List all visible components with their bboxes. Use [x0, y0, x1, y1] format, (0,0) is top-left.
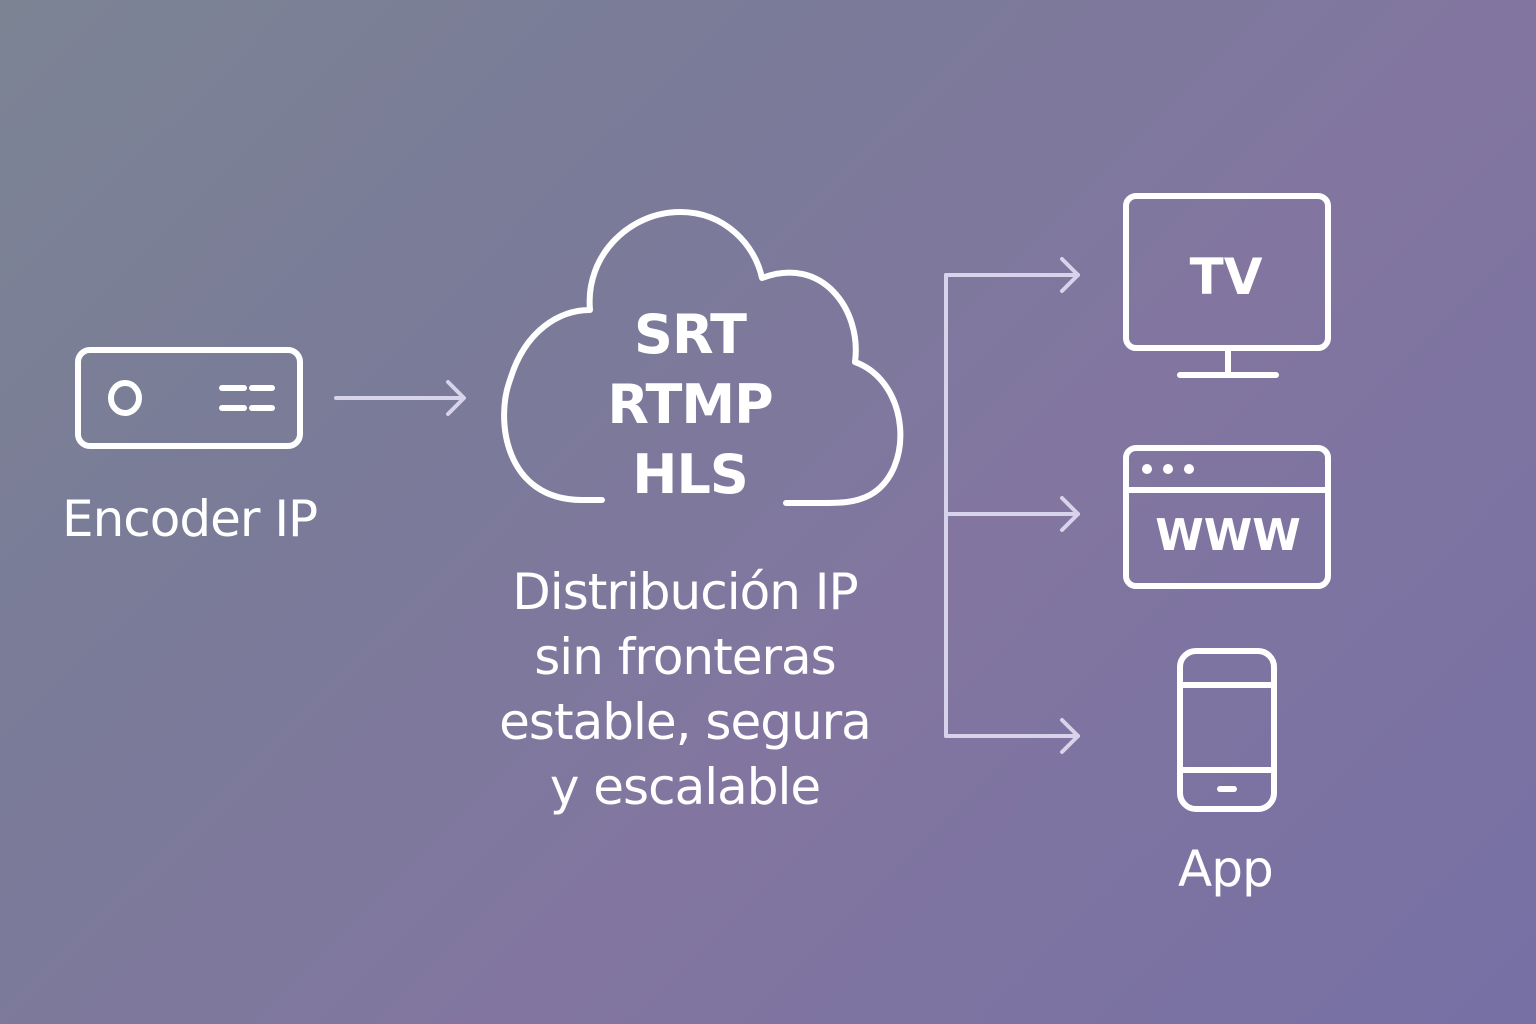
protocol-list: SRT RTMP HLS	[560, 300, 820, 510]
protocol-srt: SRT	[634, 303, 747, 366]
browser-url-text: WWW	[1155, 510, 1301, 561]
tv-monitor-icon	[1123, 193, 1331, 378]
tagline-line-3: estable, segura	[499, 693, 872, 751]
protocol-rtmp: RTMP	[607, 373, 773, 436]
tagline-line-4: y escalable	[549, 758, 821, 816]
browser-window-icon	[1123, 445, 1331, 589]
tagline-line-2: sin fronteras	[534, 628, 836, 686]
encoder-label: Encoder IP	[62, 490, 318, 548]
arrow-encoder-to-cloud	[334, 380, 466, 416]
tv-screen-text: TV	[1189, 248, 1263, 306]
cloud-icon	[501, 209, 904, 506]
branch-connector	[944, 257, 1080, 754]
tagline-line-1: Distribución IP	[512, 563, 858, 621]
encoder-device-icon	[75, 347, 303, 449]
app-label: App	[1178, 840, 1274, 898]
browser-dots-icon	[1142, 464, 1194, 474]
tagline: Distribución IP sin fronteras estable, s…	[470, 560, 900, 820]
smartphone-icon	[1177, 648, 1277, 812]
protocol-hls: HLS	[632, 443, 749, 506]
